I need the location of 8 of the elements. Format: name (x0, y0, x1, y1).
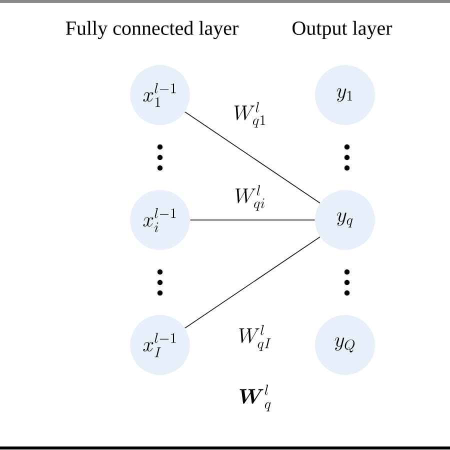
layer-heading: Fully connected layer (66, 20, 238, 40)
weight-label: $W_{q1}^l$ (232, 101, 268, 129)
connection-line (184, 236, 320, 328)
layer-heading: Output layer (292, 20, 392, 40)
weight-label: $W_{qi}^l$ (233, 184, 267, 212)
weight-label: $W_{qI}^l$ (237, 324, 273, 352)
weight-matrix-label: $\boldsymbol{W}_q^l$ (240, 384, 271, 412)
connection-line (184, 112, 320, 204)
